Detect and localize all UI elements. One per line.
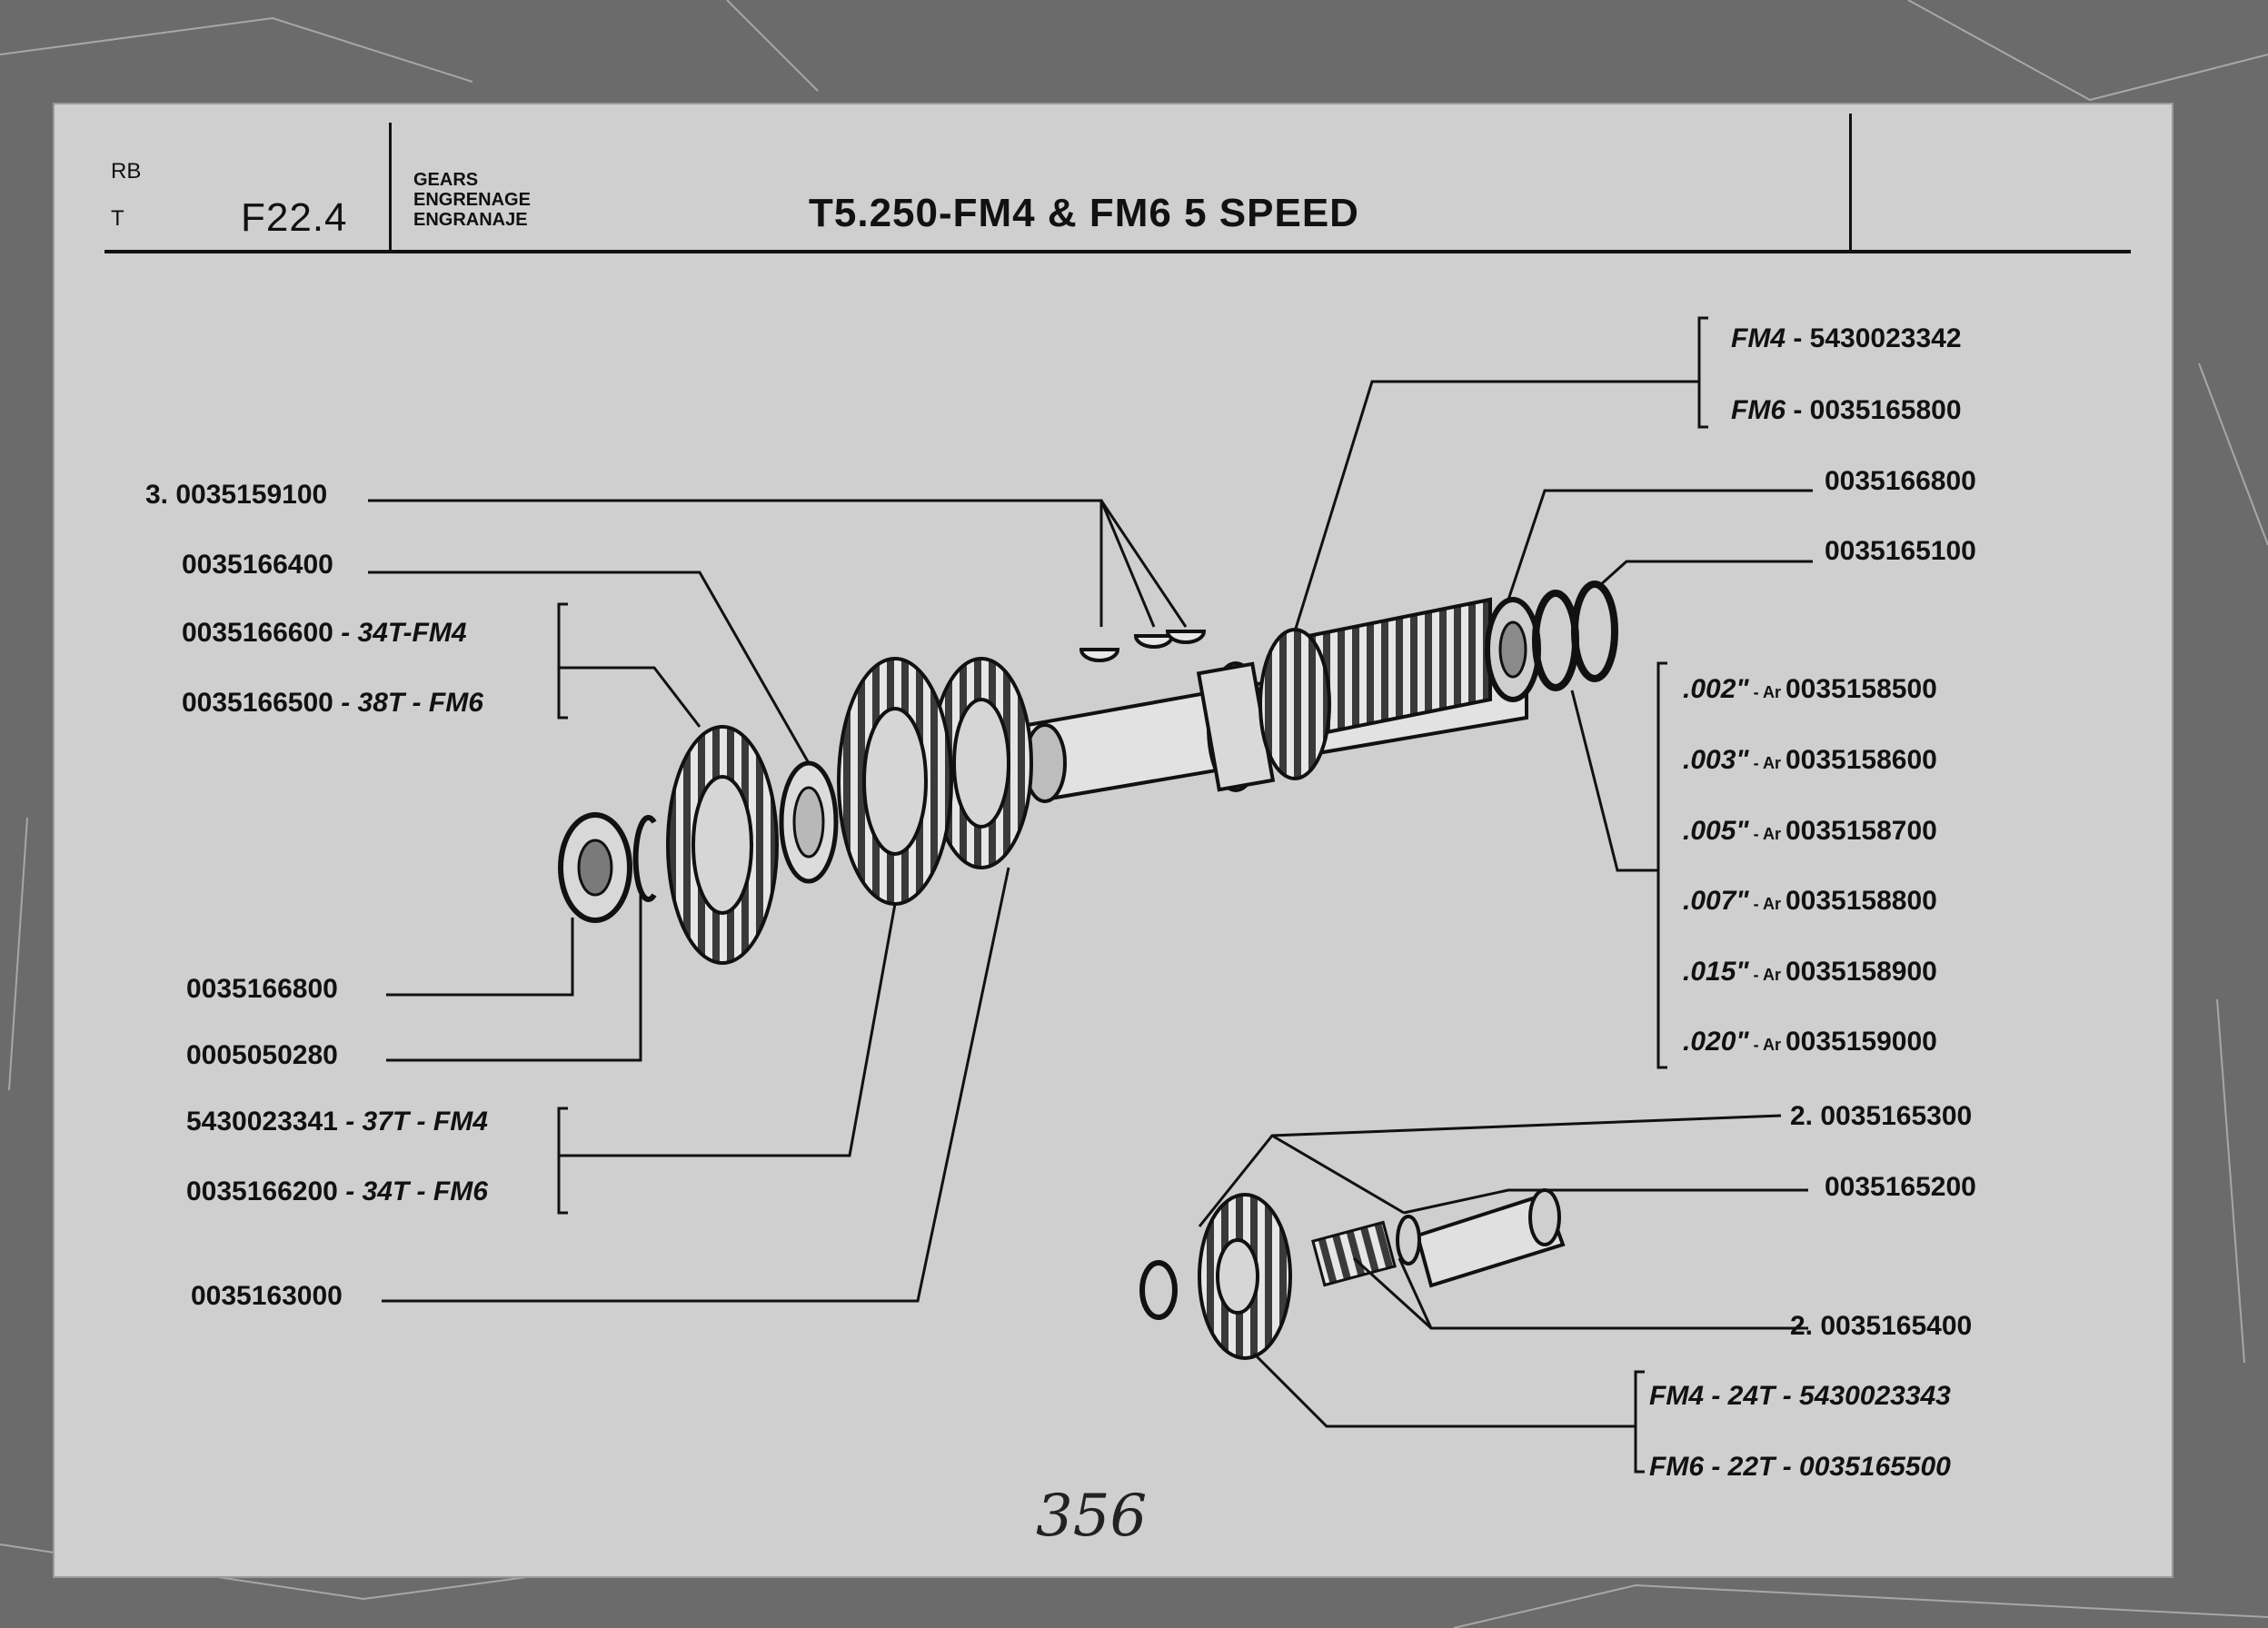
label-fm4-24t-part: - 24T - 5430023343 [1704, 1381, 1951, 1411]
label-fm6-0035165800: FM6 - 0035165800 [1731, 395, 1962, 426]
label-0035166500-part: 0035166500 [182, 688, 333, 718]
label-5430023341-spec: - 37T - FM4 [337, 1107, 488, 1137]
subject-fr: ENGRENAGE [413, 190, 531, 210]
gear-34t-fm4 [666, 725, 779, 965]
handwritten-page-number: 356 [1036, 1483, 1148, 1550]
key-segments [1079, 630, 1207, 662]
section-number: F22.4 [241, 195, 348, 240]
shim-020-size: .020" [1683, 1027, 1749, 1057]
shim-003-part: 0035158600 [1785, 745, 1937, 775]
label-0005050280: 0005050280 [186, 1040, 338, 1070]
snap-ring-left [632, 815, 657, 902]
label-0035166800-right: 0035166800 [1825, 466, 1976, 496]
shim-002-size: .002" [1683, 674, 1749, 704]
shim-005-ar: - Ar [1748, 825, 1786, 843]
shim-007-size: .007" [1683, 886, 1749, 916]
shim-002-part: 0035158500 [1785, 674, 1937, 704]
label-0035166600-spec: - 34T-FM4 [333, 618, 467, 648]
bearing-left [558, 812, 632, 923]
label-fm6-22t-part: - 22T - 0035165500 [1704, 1452, 1951, 1482]
label-fm4-5430023342: FM4 - 5430023342 [1731, 323, 1962, 354]
label-fm6-part: - 0035165800 [1786, 395, 1962, 425]
shim-005-part: 0035158700 [1785, 816, 1937, 846]
main-shaft [1015, 597, 1528, 803]
label-2-0035165400: 2. 0035165400 [1790, 1311, 1973, 1341]
shim-015-ar: - Ar [1748, 966, 1786, 984]
label-0035166200-spec: - 34T - FM6 [337, 1176, 488, 1206]
shim-007: .007" - Ar 0035158800 [1683, 886, 1937, 919]
label-0035163000: 0035163000 [191, 1281, 343, 1311]
label-5430023341: 5430023341 - 37T - FM4 [186, 1107, 488, 1137]
subject-en: GEARS [413, 170, 479, 190]
shim-003: .003" - Ar 0035158600 [1683, 745, 1937, 779]
label-fm6-22t: FM6 - 22T - 0035165500 [1649, 1452, 1951, 1483]
label-3-0035159100: 3. 0035159100 [145, 480, 328, 510]
shim-003-size: .003" [1683, 745, 1749, 775]
header-divider-left [389, 123, 392, 252]
label-0035166500: 0035166500 - 38T - FM6 [182, 688, 483, 719]
shim-020: .020" - Ar 0035159000 [1683, 1027, 1937, 1060]
shim-007-part: 0035158800 [1785, 886, 1937, 916]
shim-007-ar: - Ar [1748, 895, 1786, 913]
label-fm6-22t-prefix: FM6 [1649, 1452, 1704, 1482]
label-5430023341-part: 5430023341 [186, 1107, 338, 1137]
subject-es: ENGRANAJE [413, 210, 528, 230]
header-divider-right [1849, 114, 1852, 252]
page-title: T5.250-FM4 & FM6 5 SPEED [809, 191, 1359, 235]
shim-015-size: .015" [1683, 957, 1749, 987]
label-fm4-24t-prefix: FM4 [1649, 1381, 1704, 1411]
parts-sheet [55, 104, 2172, 1576]
sleeve-166400 [779, 760, 839, 884]
label-0035166200: 0035166200 - 34T - FM6 [186, 1176, 488, 1207]
label-0035165200: 0035165200 [1825, 1172, 1976, 1202]
t-code: T [111, 206, 124, 231]
rb-code: RB [111, 159, 142, 184]
gear-37t [930, 657, 1033, 869]
label-0035166200-part: 0035166200 [186, 1176, 338, 1206]
sheet-header: RB T F22.4 GEARS ENGRENAGE ENGRANAJE T5.… [55, 104, 2172, 259]
label-fm4-24t: FM4 - 24T - 5430023343 [1649, 1381, 1951, 1412]
shim-002-ar: - Ar [1748, 683, 1786, 701]
header-rule [104, 250, 2131, 253]
label-0035166800-left: 0035166800 [186, 974, 338, 1004]
label-0035166400: 0035166400 [182, 550, 333, 580]
leader-lines [368, 316, 1813, 1474]
subject-names: GEARS ENGRENAGE ENGRANAJE [413, 170, 531, 230]
label-0035166600-part: 0035166600 [182, 618, 333, 648]
label-0035166600: 0035166600 - 34T-FM4 [182, 618, 467, 649]
label-fm6-prefix: FM6 [1731, 395, 1786, 425]
shim-015: .015" - Ar 0035158900 [1683, 957, 1937, 990]
gear-34t-fm6 [837, 657, 953, 906]
shim-020-part: 0035159000 [1785, 1027, 1937, 1057]
shim-005-size: .005" [1683, 816, 1749, 846]
shim-015-part: 0035158900 [1785, 957, 1937, 987]
idler-assembly [1139, 1188, 1566, 1360]
label-fm4-part: - 5430023342 [1786, 323, 1962, 353]
shim-003-ar: - Ar [1748, 754, 1786, 772]
shim-020-ar: - Ar [1748, 1036, 1786, 1054]
label-0035166500-spec: - 38T - FM6 [333, 688, 483, 718]
shim-005: .005" - Ar 0035158700 [1683, 816, 1937, 849]
label-fm4-prefix: FM4 [1731, 323, 1786, 353]
label-0035165100: 0035165100 [1825, 536, 1976, 566]
label-2-0035165300: 2. 0035165300 [1790, 1101, 1973, 1131]
shim-002: .002" - Ar 0035158500 [1683, 674, 1937, 708]
right-bearing [1485, 581, 1618, 702]
